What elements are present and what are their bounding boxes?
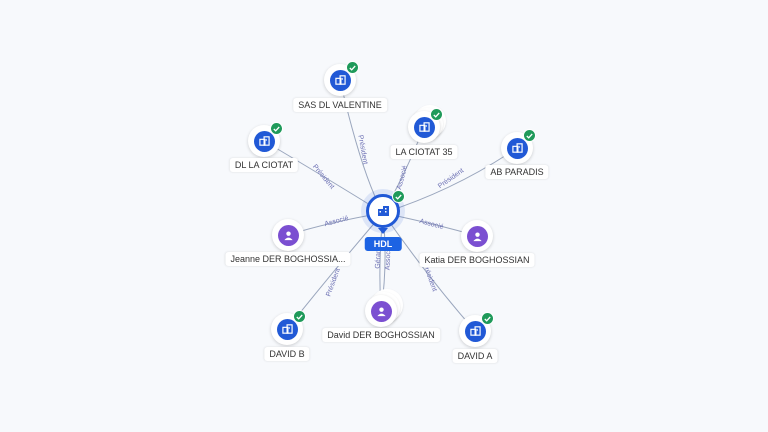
node-icon-disc: [329, 69, 351, 91]
graph-node-dllaciotat[interactable]: [248, 122, 283, 157]
building-icon: [469, 326, 481, 336]
person-icon: [376, 306, 386, 316]
edge-label: Associé: [385, 245, 393, 270]
node-icon-disc: [277, 224, 299, 246]
graph-node-jeanne[interactable]: [272, 219, 304, 251]
node-icon-disc: [464, 320, 486, 342]
person-icon: [472, 231, 482, 241]
edge-label: Associé: [396, 165, 409, 191]
building-icon: [511, 143, 523, 153]
center-node-hdl[interactable]: [366, 190, 405, 228]
edge-label: Associé: [419, 218, 445, 231]
graph-node-laciotat35[interactable]: [408, 108, 443, 143]
edge-label: Président: [311, 163, 335, 190]
center-node-label[interactable]: HDL: [364, 237, 402, 251]
node-label-sas[interactable]: SAS DL VALENTINE: [293, 98, 387, 112]
graph-node-davida[interactable]: [459, 312, 494, 347]
node-label-katia[interactable]: Katia DER BOGHOSSIAN: [419, 253, 535, 267]
graph-node-katia[interactable]: [461, 220, 493, 252]
verified-check-icon: [523, 129, 536, 142]
building-icon: [377, 206, 389, 216]
building-icon: [334, 75, 346, 85]
node-icon-disc: [413, 116, 435, 138]
node-label-laciotat35[interactable]: LA CIOTAT 35: [390, 145, 458, 159]
building-icon: [418, 122, 430, 132]
node-label-davida[interactable]: DAVID A: [452, 349, 498, 363]
node-label-abparadis[interactable]: AB PARADIS: [485, 165, 549, 179]
graph-node-davidb[interactable]: [271, 310, 306, 345]
edge-label: Président: [437, 167, 465, 190]
node-icon-disc: [276, 318, 298, 340]
verified-check-icon: [270, 122, 283, 135]
edge-label: Associé: [324, 215, 350, 228]
node-icon-disc: [466, 225, 488, 247]
verified-check-icon: [430, 108, 443, 121]
edge-label: Gérant: [375, 247, 383, 269]
node-label-david[interactable]: David DER BOGHOSSIAN: [322, 328, 440, 342]
verified-check-icon: [392, 190, 405, 203]
verified-check-icon: [346, 61, 359, 74]
edge-label: Président: [325, 267, 342, 297]
node-label-jeanne[interactable]: Jeanne DER BOGHOSSIA...: [225, 252, 351, 266]
center-pin: [378, 228, 388, 234]
node-icon-disc: [370, 300, 392, 322]
node-icon-disc: [506, 137, 528, 159]
graph-node-abparadis[interactable]: [501, 129, 536, 164]
verified-check-icon: [293, 310, 306, 323]
building-icon: [281, 324, 293, 334]
node-label-dllaciotat[interactable]: DL LA CIOTAT: [229, 158, 299, 172]
person-icon: [283, 230, 293, 240]
building-icon: [258, 136, 270, 146]
graph-node-sas[interactable]: [324, 61, 359, 96]
node-label-davidb[interactable]: DAVID B: [264, 347, 310, 361]
verified-check-icon: [481, 312, 494, 325]
node-icon-disc: [253, 130, 275, 152]
graph-node-david[interactable]: [365, 295, 397, 327]
